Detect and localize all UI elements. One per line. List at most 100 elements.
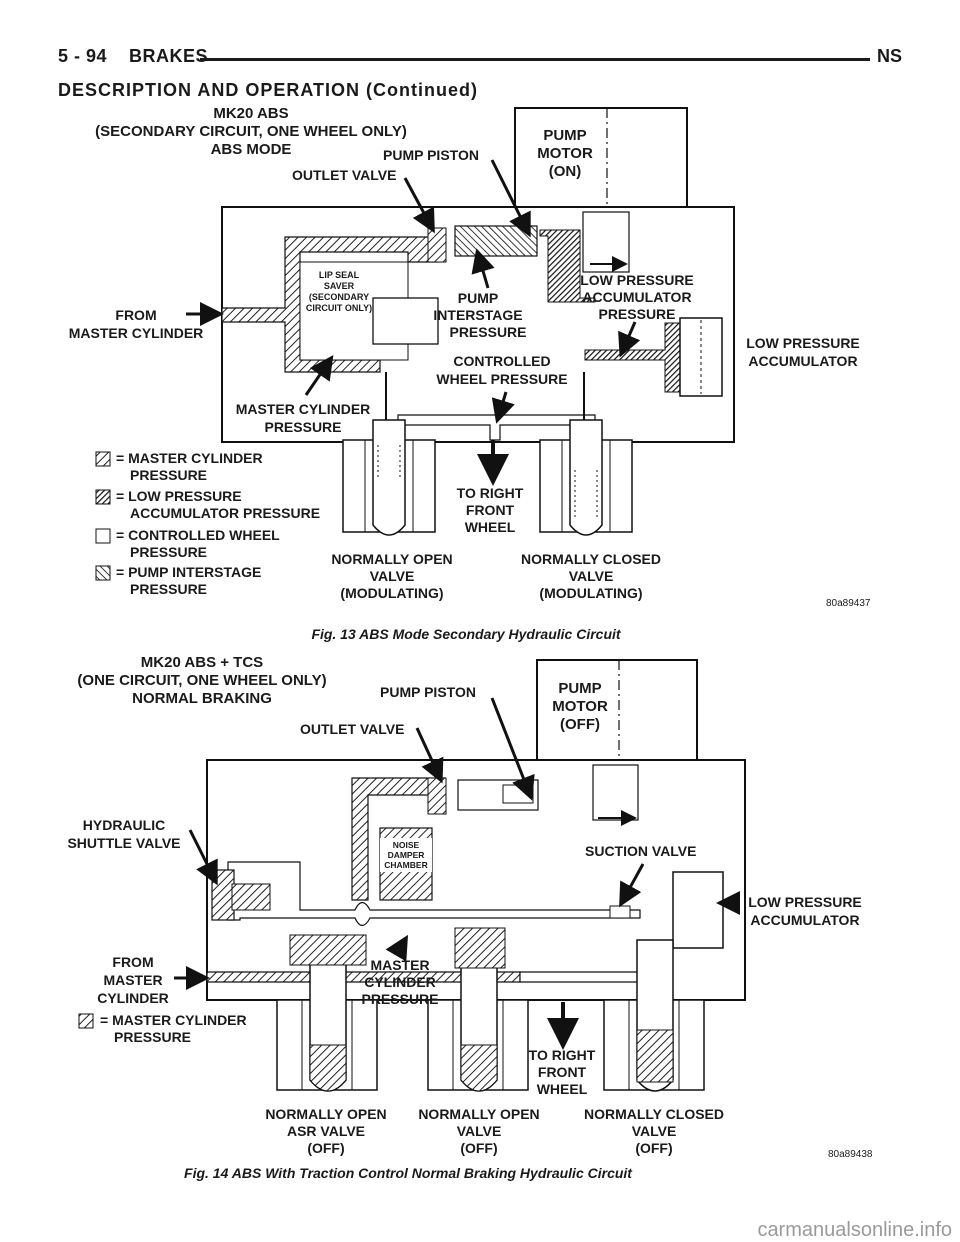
fig14-shuttle-2: SHUTTLE VALVE xyxy=(67,835,180,851)
fig14-asr-3: (OFF) xyxy=(307,1140,344,1156)
fig14-nc-1: NORMALLY CLOSED xyxy=(584,1106,724,1122)
fig13-interstage-3: PRESSURE xyxy=(449,324,526,340)
fig14-lpa-1: LOW PRESSURE xyxy=(748,894,862,910)
fig13-lip-seal-piston xyxy=(372,297,439,345)
fig14-rfw-3: WHEEL xyxy=(537,1081,588,1097)
fig14-pump-eccentric xyxy=(592,764,639,821)
fig13-from-2: MASTER CYLINDER xyxy=(69,325,204,341)
fig14-from-3: CYLINDER xyxy=(97,990,169,1006)
fig13-rfw-1: TO RIGHT xyxy=(457,485,524,501)
fig14-no-3: (OFF) xyxy=(460,1140,497,1156)
fig14-from-2: MASTER xyxy=(103,972,162,988)
fig13-leader-lp xyxy=(618,321,641,358)
fig13-pump-motor-2: MOTOR xyxy=(537,145,593,162)
fig14-leader-piston xyxy=(490,697,535,801)
fig14-legend-1: = MASTER CYLINDER xyxy=(100,1012,247,1028)
fig14-damper-3: CHAMBER xyxy=(384,860,427,870)
fig13-no-1: NORMALLY OPEN xyxy=(331,551,452,567)
header-left: 5 - 94 BRAKES xyxy=(58,46,208,67)
fig13-pump-interstage xyxy=(454,225,538,257)
fig14-legend-2: PRESSURE xyxy=(114,1029,191,1045)
fig14-damper-2: DAMPER xyxy=(388,850,425,860)
fig13-legend-swatch-lp xyxy=(95,489,111,505)
fig14-rfw-1: TO RIGHT xyxy=(529,1047,596,1063)
fig13-leader-piston xyxy=(490,159,531,238)
fig13-title-2: (SECONDARY CIRCUIT, ONE WHEEL ONLY) xyxy=(95,123,407,140)
fig14-pump-motor-2: MOTOR xyxy=(552,698,608,715)
fig13-mcp-1: MASTER CYLINDER xyxy=(236,401,371,417)
fig14-lpa-2: ACCUMULATOR xyxy=(750,912,859,928)
fig14-asr-2: ASR VALVE xyxy=(287,1123,365,1139)
fig14-no-valve xyxy=(427,927,529,1092)
fig14-no-asr-valve xyxy=(276,934,378,1092)
fig13-leader-outlet xyxy=(403,177,435,234)
fig13-from-1: FROM xyxy=(115,307,156,323)
fig13-controlled-channel xyxy=(397,414,596,441)
fig13-nc-3: (MODULATING) xyxy=(539,585,642,601)
fig14-mcp-1: MASTER xyxy=(370,957,429,973)
fig14-rfw-2: FRONT xyxy=(538,1064,587,1080)
fig14-nc-3: (OFF) xyxy=(635,1140,672,1156)
fig13-leader-cwp xyxy=(491,391,515,424)
page-number: 5 - 94 xyxy=(58,46,108,66)
fig14-leader-mcp xyxy=(385,934,409,962)
fig14-title-3: NORMAL BRAKING xyxy=(132,690,272,707)
fig13-mcp-2: PRESSURE xyxy=(264,419,341,435)
fig13-lpap-2: ACCUMULATOR xyxy=(582,289,691,305)
fig13-normally-closed-valve xyxy=(539,419,633,536)
fig13-legend-1b: PRESSURE xyxy=(130,467,207,483)
figure-13: MK20 ABS (SECONDARY CIRCUIT, ONE WHEEL O… xyxy=(69,105,871,642)
fig13-leader-mcp xyxy=(304,355,334,396)
fig14-damper-1: NOISE xyxy=(393,840,420,850)
fig14-asr-1: NORMALLY OPEN xyxy=(265,1106,386,1122)
header-section: BRAKES xyxy=(129,46,209,66)
fig14-channel xyxy=(227,861,641,927)
fig13-outlet-valve xyxy=(427,227,447,263)
fig13-lpa-1: LOW PRESSURE xyxy=(746,335,860,351)
fig13-legend-3b: PRESSURE xyxy=(130,544,207,560)
fig13-rfw-2: FRONT xyxy=(466,502,515,518)
fig13-code: 80a89437 xyxy=(826,598,871,609)
fig13-legend-2a: = LOW PRESSURE xyxy=(116,488,242,504)
fig13-legend-swatch-pi xyxy=(95,565,111,581)
fig14-title-2: (ONE CIRCUIT, ONE WHEEL ONLY) xyxy=(77,672,326,689)
fig14-accumulator xyxy=(672,871,724,949)
fig14-suction-label: SUCTION VALVE xyxy=(585,843,697,859)
fig13-legend-3a: = CONTROLLED WHEEL xyxy=(116,527,280,543)
fig13-lpa-2: ACCUMULATOR xyxy=(748,353,857,369)
fig14-outlet-valve xyxy=(427,777,447,815)
fig13-lpap-3: PRESSURE xyxy=(598,306,675,322)
fig13-pump-piston: PUMP PISTON xyxy=(383,147,479,163)
fig13-title-1: MK20 ABS xyxy=(213,105,288,122)
fig13-nc-1: NORMALLY CLOSED xyxy=(521,551,661,567)
fig14-from-1: FROM xyxy=(112,954,153,970)
fig13-lp-path-1 xyxy=(539,229,596,303)
fig14-pump-motor-3: (OFF) xyxy=(560,716,600,733)
fig14-pump-motor-1: PUMP xyxy=(558,680,601,697)
fig14-code: 80a89438 xyxy=(828,1149,873,1160)
fig14-leader-outlet xyxy=(415,727,444,784)
fig14-suction-valve xyxy=(609,905,631,919)
fig13-pump-motor-3: (ON) xyxy=(549,163,582,180)
fig13-rfw-3: WHEEL xyxy=(465,519,516,535)
fig14-nc-valve xyxy=(603,939,705,1092)
fig13-lip-seal-1: LIP SEAL xyxy=(319,270,360,280)
fig14-shuttle-1: HYDRAULIC xyxy=(83,817,165,833)
fig13-legend-swatch-cw xyxy=(95,528,111,544)
fig14-outlet-valve-label: OUTLET VALVE xyxy=(300,721,404,737)
fig13-legend-2b: ACCUMULATOR PRESSURE xyxy=(130,505,320,521)
fig13-legend-swatch-mc xyxy=(95,451,111,467)
fig13-lip-seal-4: CIRCUIT ONLY) xyxy=(306,303,372,313)
fig13-interstage-1: PUMP xyxy=(458,290,498,306)
fig13-legend: = MASTER CYLINDER PRESSURE = LOW PRESSUR… xyxy=(95,450,320,597)
fig13-outlet-valve-label: OUTLET VALVE xyxy=(292,167,396,183)
fig13-legend-1a: = MASTER CYLINDER xyxy=(116,450,263,466)
section-title: DESCRIPTION AND OPERATION (Continued) xyxy=(58,80,478,100)
fig14-pump-piston: PUMP PISTON xyxy=(380,684,476,700)
fig13-nc-2: VALVE xyxy=(569,568,614,584)
fig14-no-2: VALVE xyxy=(457,1123,502,1139)
fig13-normally-open-valve xyxy=(342,419,436,536)
fig13-no-2: VALVE xyxy=(370,568,415,584)
